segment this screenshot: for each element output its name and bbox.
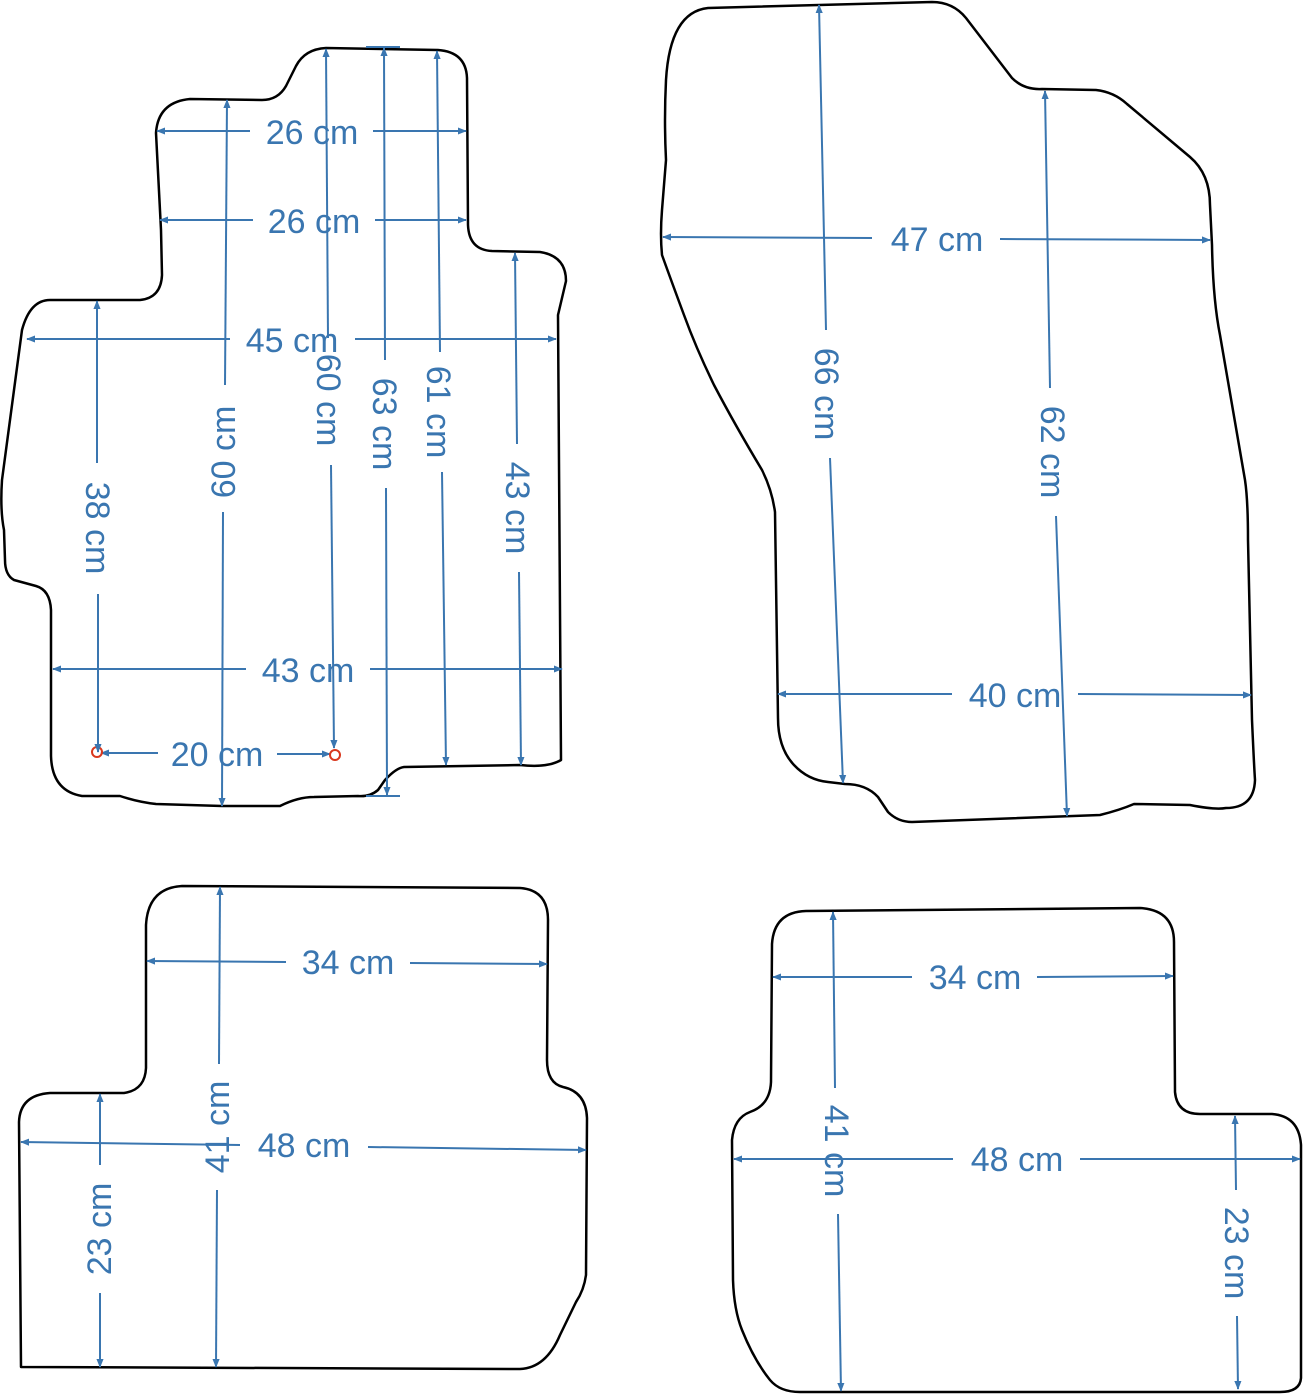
- dim-label-rear-left-side-height: 23 cm: [81, 1183, 119, 1276]
- dim-heel-width: 20 cm: [91, 736, 341, 774]
- dim-height-c: 63 cm: [365, 46, 403, 797]
- dim-rear-right-top-width: 34 cm: [772, 959, 1174, 997]
- dim-label-right-right-height: 62 cm: [1033, 406, 1071, 499]
- dim-label-height-c: 63 cm: [365, 378, 403, 471]
- dim-label-bottom-width: 43 cm: [262, 652, 355, 690]
- dim-label-rear-right-side-height: 23 cm: [1217, 1207, 1255, 1300]
- dim-label-rear-right-width: 48 cm: [971, 1141, 1064, 1179]
- dim-right-top-width: 47 cm: [662, 221, 1211, 259]
- heel-point-right: [329, 749, 341, 761]
- dim-mid-width: 45 cm: [26, 322, 557, 360]
- dim-label-rear-right-height: 41 cm: [817, 1105, 855, 1198]
- rear-right-mat-outline: [730, 906, 1303, 1394]
- dim-label-heel-width: 20 cm: [171, 736, 264, 774]
- front-right-mat: 47 cm 66 cm 62 cm 40 cm: [659, 0, 1257, 824]
- dim-label-height-a: 60 cm: [205, 406, 243, 499]
- dim-top-width-2: 26 cm: [159, 203, 467, 241]
- dim-right-left-height: 66 cm: [807, 4, 847, 784]
- dim-height-a: 60 cm: [205, 99, 243, 807]
- dim-label-right-top-width: 47 cm: [891, 221, 984, 259]
- dim-bottom-width: 43 cm: [52, 652, 563, 690]
- dim-label-top-width-1: 26 cm: [266, 114, 359, 152]
- rear-left-mat: 34 cm 41 cm 48 cm 23 cm: [17, 884, 589, 1371]
- dim-rear-left-top-width: 34 cm: [146, 944, 548, 982]
- front-left-mat-outline: [0, 46, 568, 808]
- dim-label-mid-width: 45 cm: [246, 322, 339, 360]
- dim-rear-right-height: 41 cm: [817, 911, 855, 1392]
- rear-right-mat: 34 cm 41 cm 48 cm 23 cm: [730, 906, 1303, 1394]
- dim-label-height-d: 61 cm: [419, 366, 457, 459]
- dim-label-top-width-2: 26 cm: [268, 203, 361, 241]
- dim-rear-right-width: 48 cm: [733, 1141, 1301, 1179]
- dim-label-right-left-height: 66 cm: [807, 348, 845, 441]
- dim-height-b: 60 cm: [309, 48, 347, 749]
- dim-label-height-b: 60 cm: [309, 354, 347, 447]
- dim-height-d: 61 cm: [419, 50, 457, 766]
- dim-label-left-height: 38 cm: [78, 482, 116, 575]
- dim-rear-right-side-height: 23 cm: [1217, 1115, 1255, 1390]
- dim-top-width-1: 26 cm: [156, 114, 467, 152]
- dim-right-right-height: 62 cm: [1033, 90, 1071, 817]
- dim-label-rear-left-width: 48 cm: [258, 1127, 351, 1165]
- front-right-mat-outline: [659, 0, 1257, 824]
- dim-rear-left-height: 41 cm: [199, 886, 237, 1368]
- front-left-mat: 26 cm 26 cm 45 cm 43 cm 20 cm: [0, 46, 568, 808]
- dim-rear-left-side-height: 23 cm: [81, 1093, 119, 1368]
- dim-label-right-bottom-width: 40 cm: [969, 677, 1062, 715]
- dim-right-bottom-width: 40 cm: [777, 677, 1252, 715]
- dim-right-height: 43 cm: [498, 252, 536, 766]
- dim-left-height: 38 cm: [78, 300, 116, 753]
- dim-rear-left-width: 48 cm: [20, 1127, 587, 1165]
- dim-label-right-height: 43 cm: [498, 462, 536, 555]
- dim-label-rear-left-top-width: 34 cm: [302, 944, 395, 982]
- dim-label-rear-right-top-width: 34 cm: [929, 959, 1022, 997]
- rear-left-mat-outline: [17, 884, 589, 1371]
- dim-label-rear-left-height: 41 cm: [199, 1081, 237, 1174]
